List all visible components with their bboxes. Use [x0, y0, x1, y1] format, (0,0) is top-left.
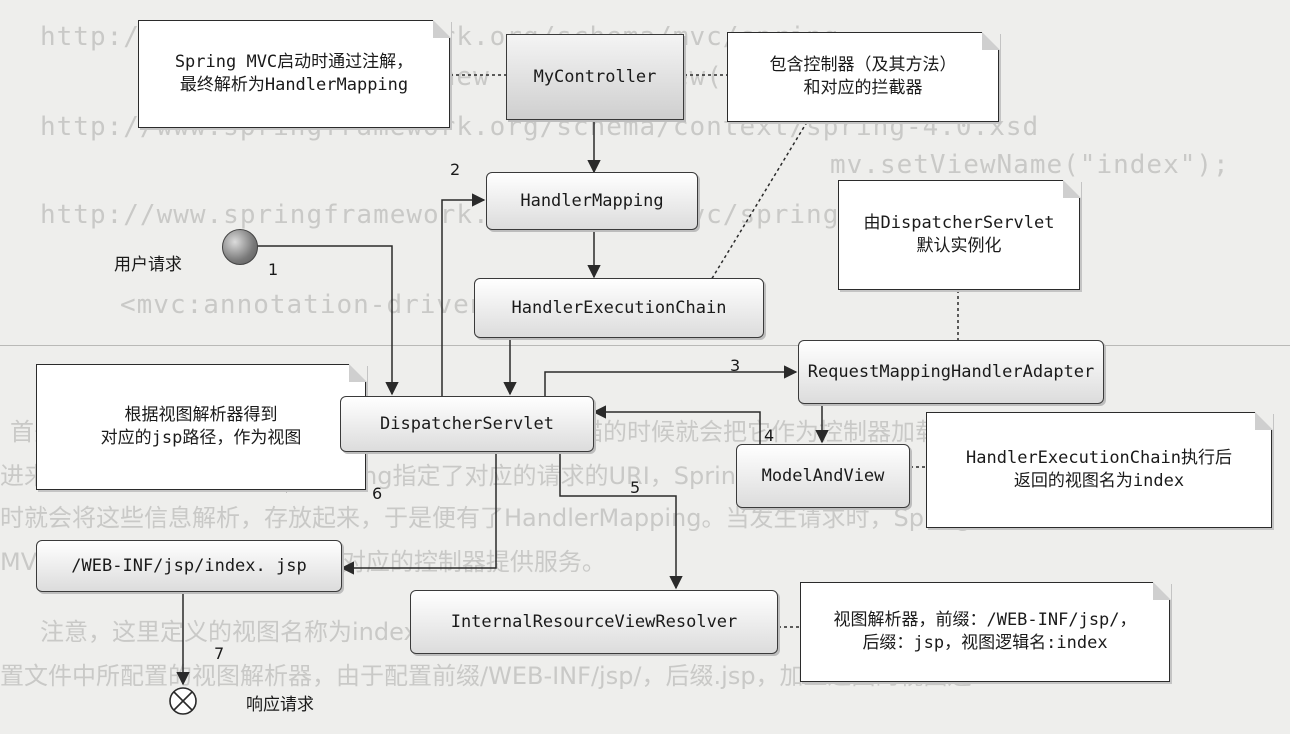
arrow-step-3	[544, 365, 798, 396]
label-response: 响应请求	[246, 695, 314, 715]
node-jsp-path: /WEB-INF/jsp/index. jsp	[36, 540, 342, 592]
arrow-step-5	[559, 450, 683, 590]
step-number: 5	[630, 478, 641, 497]
note-dispatcher-default: 由DispatcherServlet 默认实例化	[838, 179, 1081, 290]
step-number: 7	[214, 644, 225, 663]
note-controller-info: 包含控制器（及其方法） 和对应的拦截器	[727, 31, 1000, 122]
arrow-step-1	[256, 245, 399, 396]
node-model-and-view: ModelAndView	[736, 444, 910, 508]
label-user-request: 用户请求	[114, 255, 182, 275]
arrow-step-4	[592, 405, 761, 448]
arrow-step-6	[340, 450, 497, 575]
node-request-mapping-handler-adapter: RequestMappingHandlerAdapter	[798, 340, 1104, 404]
note-spring-mvc: Spring MVC启动时通过注解， 最终解析为HandlerMapping	[138, 19, 451, 128]
step-number: 4	[764, 426, 775, 445]
end-node-icon	[169, 687, 197, 715]
step-number: 2	[450, 160, 461, 179]
step-number: 3	[730, 356, 741, 375]
arrow-step-2	[441, 193, 486, 396]
node-my-controller: MyController	[506, 34, 684, 120]
note-view-resolve: 根据视图解析器得到 对应的jsp路径，作为视图	[36, 363, 367, 490]
start-node-icon	[222, 229, 258, 265]
node-handler-execution-chain: HandlerExecutionChain	[474, 278, 764, 338]
step-number: 6	[372, 484, 383, 503]
step-number: 1	[268, 260, 279, 279]
node-dispatcher-servlet: DispatcherServlet	[340, 396, 594, 452]
link-note-chain	[704, 121, 808, 291]
note-chain-result: HandlerExecutionChain执行后 返回的视图名为index	[926, 411, 1273, 528]
node-internal-resource-view-resolver: InternalResourceViewResolver	[410, 590, 778, 654]
node-handler-mapping: HandlerMapping	[486, 172, 698, 230]
note-view-resolver-config: 视图解析器，前缀：/WEB-INF/jsp/， 后缀：jsp，视图逻辑名:ind…	[800, 581, 1171, 682]
